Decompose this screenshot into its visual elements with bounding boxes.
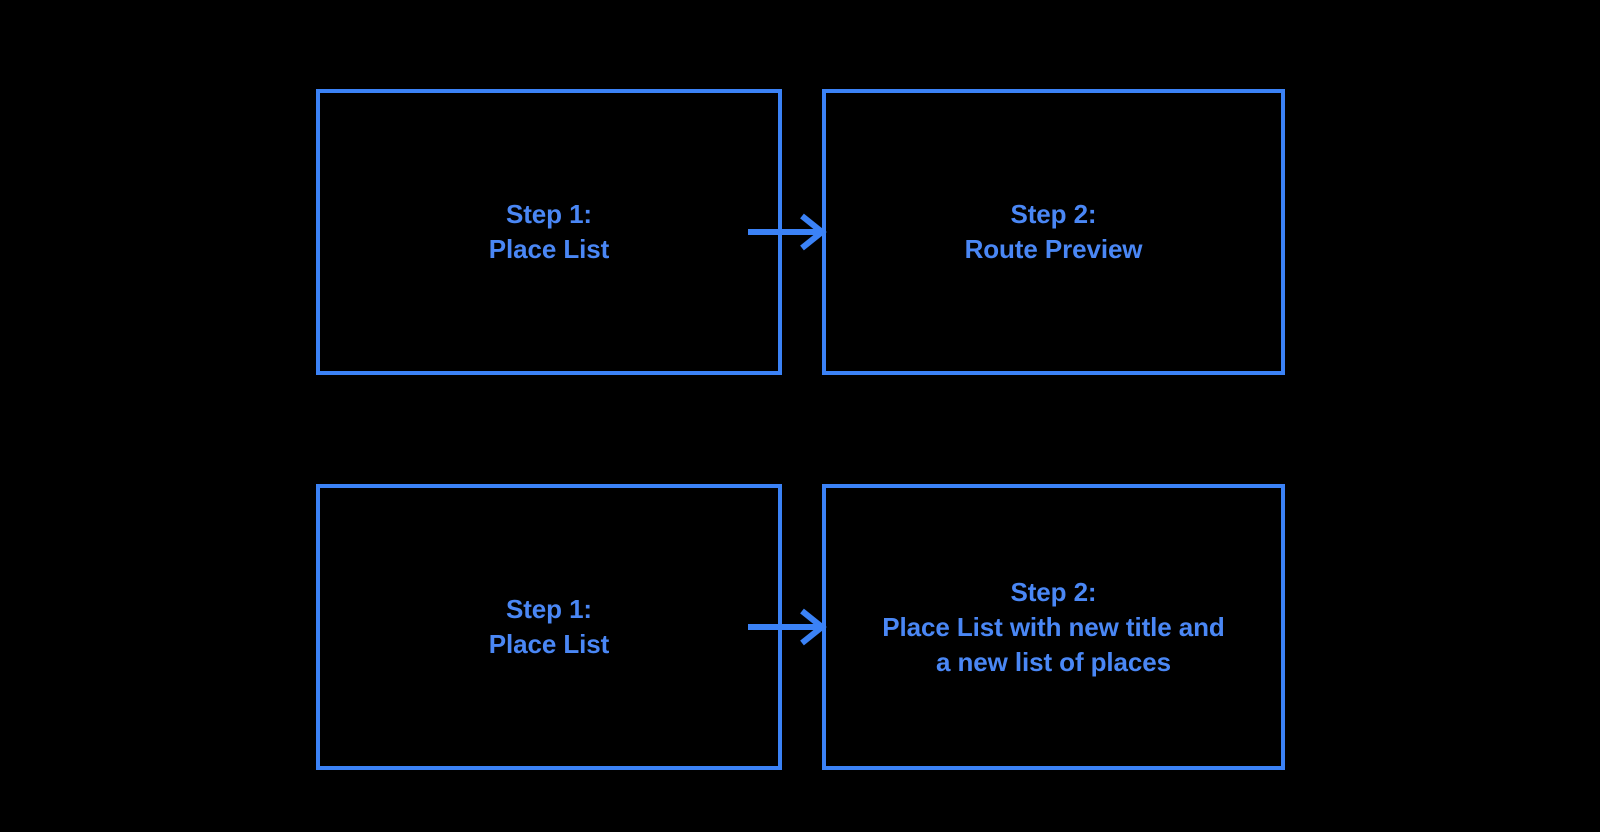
flow-row-new-place-list: Step 1: Place List Step 2: Place List wi… (0, 484, 1600, 770)
flow-row-route-preview: Step 1: Place List Step 2: Route Preview (0, 89, 1600, 375)
step-box-1-place-list-2[interactable]: Step 1: Place List (316, 484, 782, 770)
step-box-label: Step 1: Place List (488, 199, 610, 264)
step-box-2-new-place-list[interactable]: Step 2: Place List with new title and a … (822, 484, 1285, 770)
step-box-label: Step 2: Place List with new title and a … (882, 576, 1225, 677)
step-box-1-place-list[interactable]: Step 1: Place List (316, 89, 782, 375)
step-box-2-route-preview[interactable]: Step 2: Route Preview (822, 89, 1285, 375)
step-box-label: Step 2: Route Preview (964, 199, 1143, 264)
step-box-label: Step 1: Place List (488, 594, 610, 659)
